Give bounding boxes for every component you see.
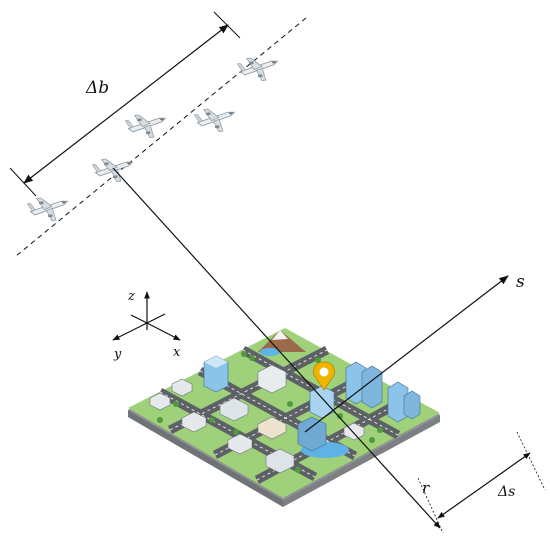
z-label: z <box>127 289 135 304</box>
delta-s-label: Δs <box>497 484 515 500</box>
baseline-dimension: Δb <box>9 11 241 197</box>
y-axis-back <box>130 314 148 324</box>
y-axis <box>112 322 148 341</box>
delta-s-tick-right <box>516 431 546 491</box>
delta-s-tick-left <box>417 477 444 534</box>
aircraft-icon <box>236 53 281 85</box>
aircraft-icon <box>193 104 238 136</box>
delta-s-dimension: Δs <box>417 431 546 534</box>
range-line <box>112 167 441 529</box>
aircraft-group <box>26 53 281 225</box>
delta-b-label: Δb <box>85 78 109 98</box>
baseline-tick-bottom <box>9 167 37 197</box>
s-axis-arrow <box>304 275 509 433</box>
location-pin-icon <box>313 361 335 391</box>
aircraft-icon <box>26 193 71 225</box>
x-axis-back <box>146 313 166 324</box>
aircraft-icon <box>124 110 169 142</box>
baseline-tick-top <box>213 11 241 39</box>
x-label: x <box>173 345 181 360</box>
s-label: s <box>516 272 525 292</box>
aircraft-icon <box>91 154 136 186</box>
y-label: y <box>113 347 122 362</box>
coordinate-axes: z x y <box>112 289 181 362</box>
buildings <box>149 355 421 474</box>
r-label: r <box>422 479 430 497</box>
delta-s-arrow <box>437 452 531 519</box>
x-axis <box>146 322 181 341</box>
city-map-icon <box>128 328 440 507</box>
baseline-arrow <box>23 24 229 184</box>
